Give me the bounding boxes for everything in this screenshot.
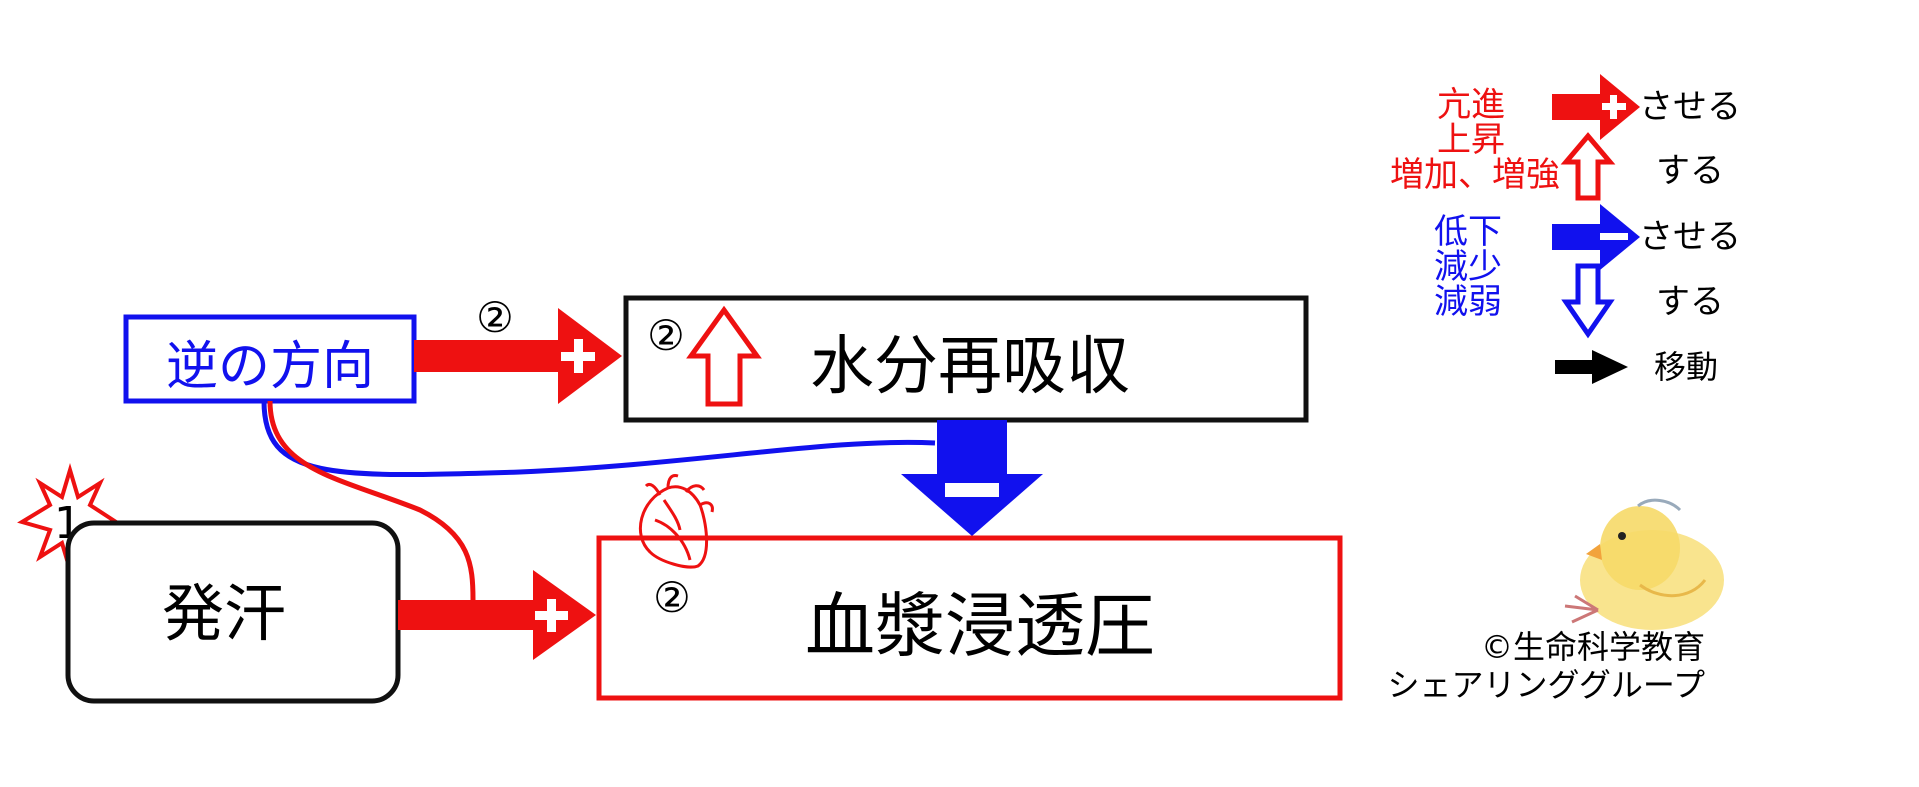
legend-move-arrow-icon [1555, 350, 1628, 384]
legend-plus-arrow-icon [1552, 74, 1640, 140]
legend-minus-action: させる [1639, 217, 1741, 257]
reverse-to-plasma-line-blue [261, 400, 936, 478]
legend: 亢進 上昇 増加、増強 させる する 低下 減少 減弱 させる する 移動 [1390, 74, 1741, 386]
legend-increase-term-2: 上昇 [1437, 120, 1505, 160]
chick-mascot-icon [1564, 498, 1724, 630]
water-reabsorption-label: 水分再吸収 [810, 330, 1130, 404]
legend-decrease-term-2: 減少 [1434, 247, 1502, 287]
plasma-osmotic-box [596, 535, 1343, 701]
legend-up-arrow-icon [1560, 132, 1616, 201]
credit-line-2: シェアリンググループ [1388, 666, 1705, 704]
legend-increase-term-1: 亢進 [1437, 85, 1505, 125]
legend-down-arrow-icon [1561, 263, 1615, 339]
legend-down-action: する [1656, 282, 1724, 322]
legend-minus-arrow-icon [1552, 204, 1640, 270]
sweating-label: 発汗 [162, 577, 286, 650]
legend-up-action: する [1656, 151, 1724, 191]
reverse-to-sweat-arrow-line-red [267, 400, 476, 601]
credit-line-1: ©生命科学教育 [1481, 628, 1705, 666]
plus-arrow-reverse-to-water [414, 308, 622, 404]
step-marker-reverse: ② [476, 293, 514, 342]
water-box-step-marker: ② [647, 311, 685, 360]
minus-arrow-water-to-plasma [901, 420, 1043, 536]
plasma-box-step-marker: ② [653, 573, 691, 622]
legend-increase-term-3: 増加、増強 [1390, 155, 1560, 195]
legend-decrease-term-3: 減弱 [1434, 282, 1502, 322]
plus-arrow-sweat-to-plasma [398, 570, 596, 660]
legend-decrease-term-1: 低下 [1434, 212, 1502, 252]
up-arrow-outline-icon [686, 305, 762, 407]
reverse-direction-label: 逆の方向 [166, 337, 374, 397]
legend-plus-action: させる [1639, 87, 1741, 127]
heart-icon [638, 474, 714, 569]
plasma-osmotic-label: 血漿浸透圧 [805, 585, 1155, 667]
legend-move-label: 移動 [1654, 348, 1718, 386]
